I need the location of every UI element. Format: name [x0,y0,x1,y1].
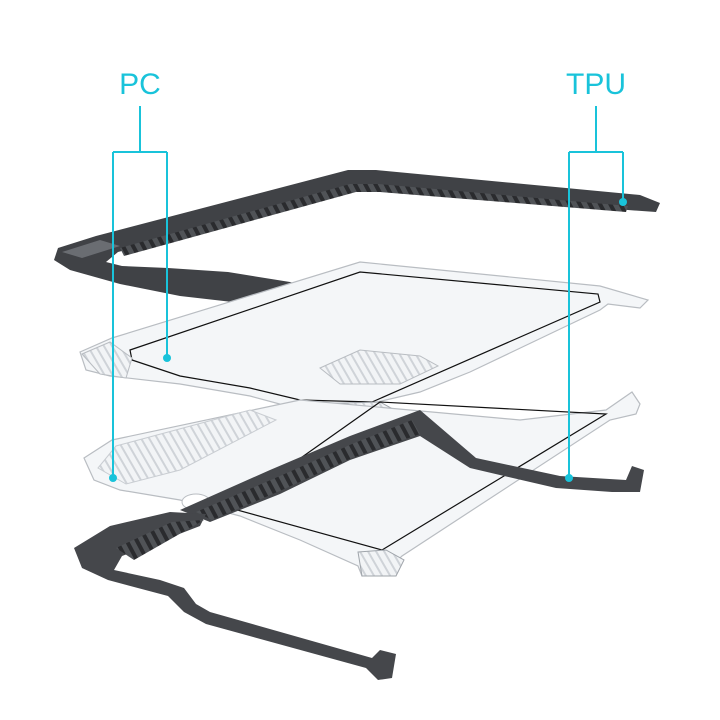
pc-shell-upper-inner-panel [129,271,601,403]
tpu-callout: TPU [565,68,627,482]
tpu-bumper-bottom-body [74,512,396,680]
tpu-bumper-top-body [54,170,660,316]
pc-label: PC [119,68,161,101]
tpu-strip-middle-ribs [196,420,420,520]
pc-shell-upper-body [79,261,650,411]
tpu-bumper-bottom [74,512,396,680]
tpu-bumper-top-highlight [62,240,120,258]
pc-shell-lower-corner-clip [357,549,405,577]
pc-shell-upper-ribs [319,349,440,385]
pc-callout-dot-icon [109,474,117,482]
pc-shell-lower-inner-panel [228,401,608,551]
pc-shell-upper-clip-left [81,341,133,379]
pc-callout-dot-icon [163,354,171,362]
pc-shell-lower-ribs [97,409,278,485]
pc-shell-lower [83,391,641,577]
tpu-strip-middle [180,410,644,522]
tpu-callout-dot-icon [619,198,627,206]
tpu-bumper-bottom-ribs [116,520,204,560]
tpu-callout-dot-icon [565,474,573,482]
tpu-bumper-top-ribs [120,184,628,256]
tpu-label: TPU [566,68,626,101]
pc-callout: PC [109,68,171,482]
